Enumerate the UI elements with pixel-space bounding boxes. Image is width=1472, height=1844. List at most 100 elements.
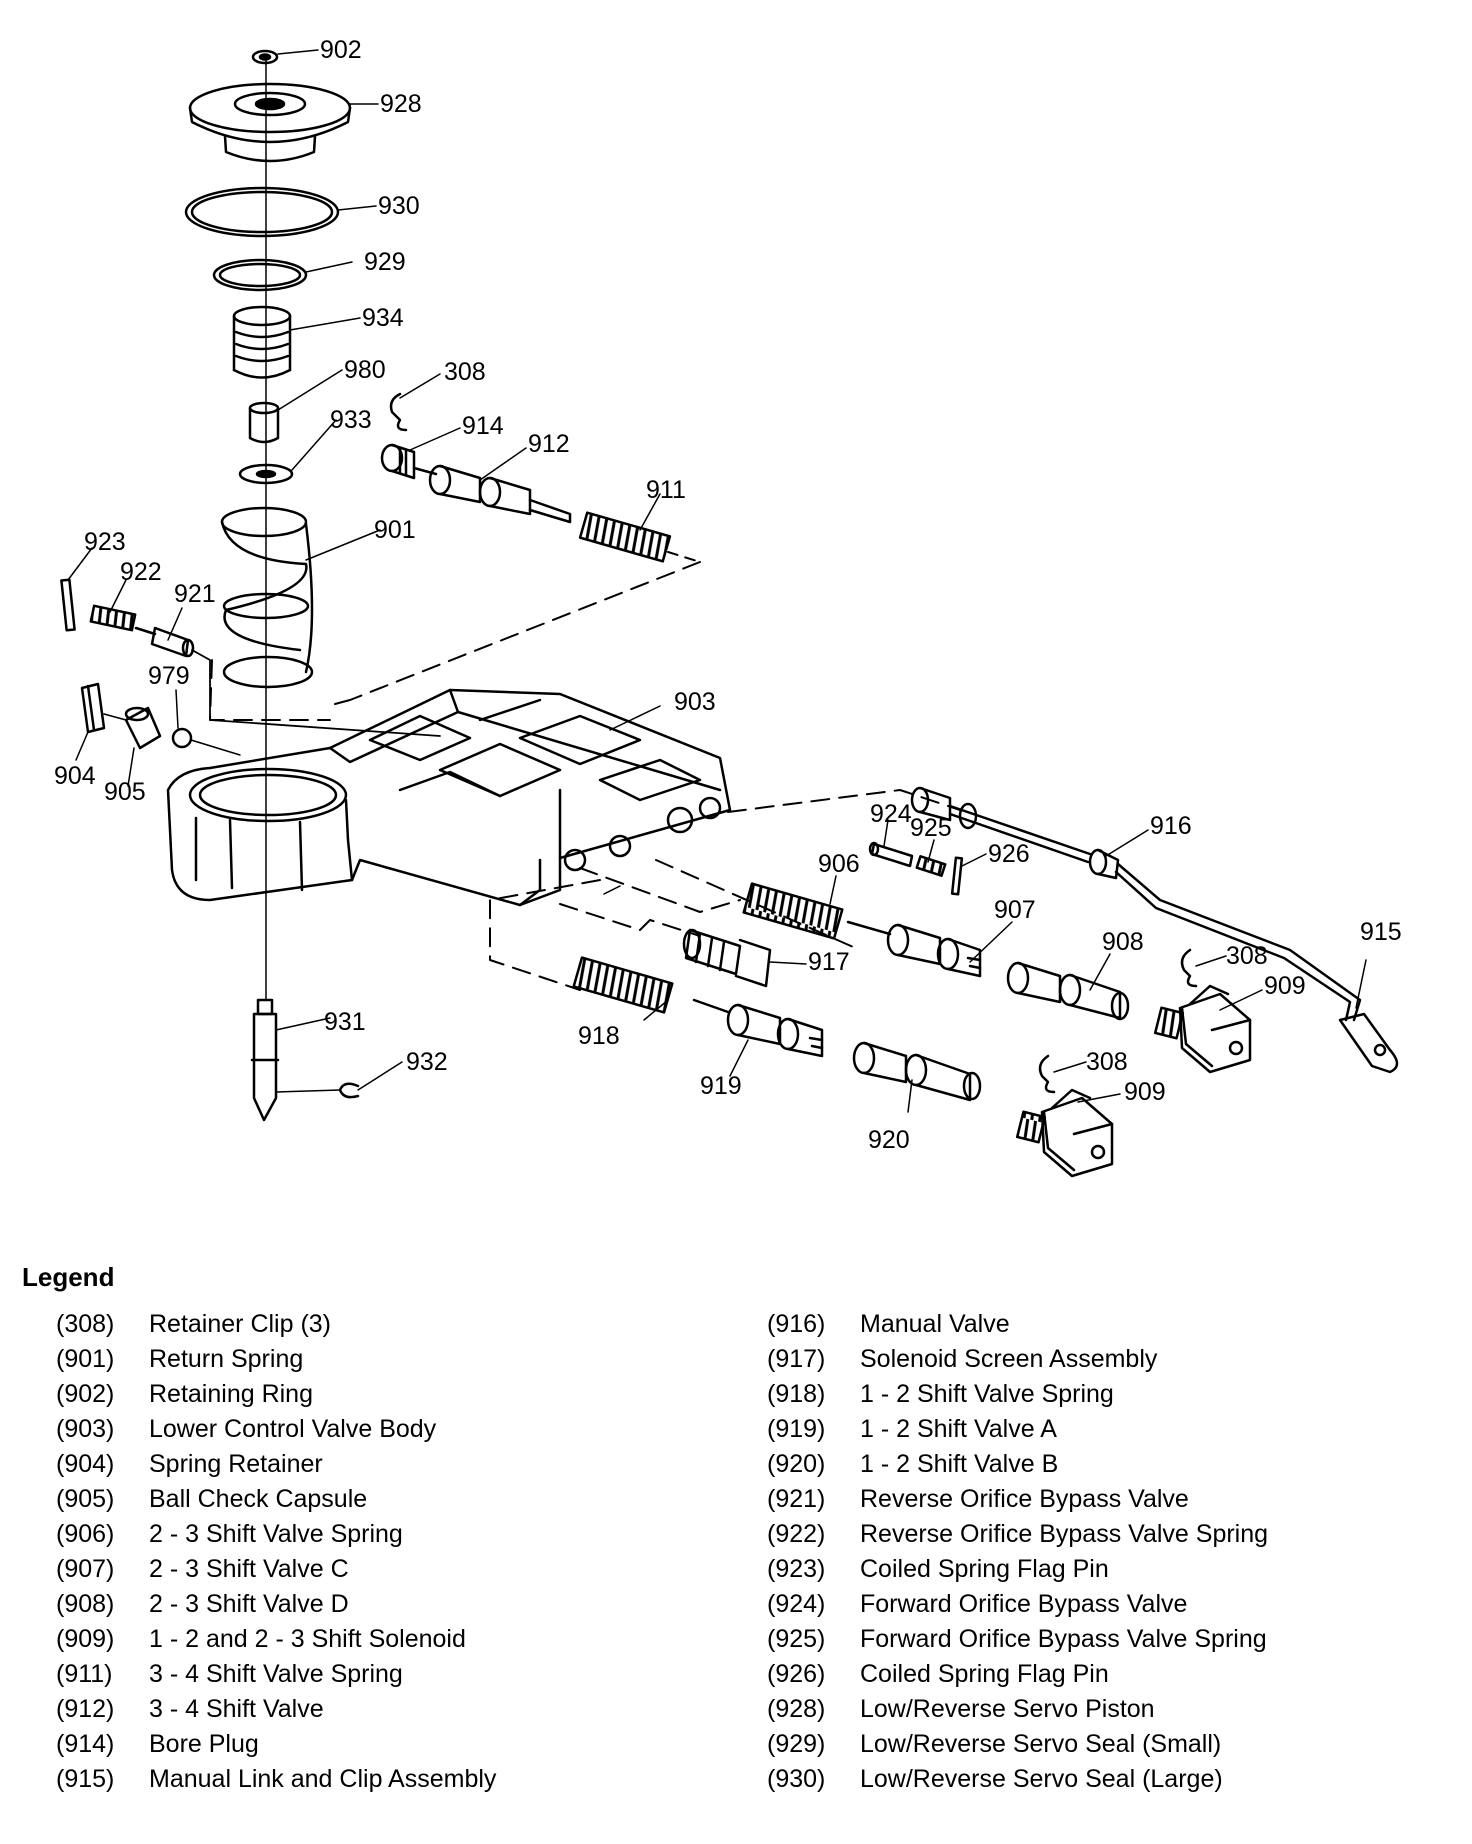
callout-930: 930 <box>378 192 420 220</box>
legend-item-number: (911) <box>56 1660 113 1688</box>
legend-item-description: Solenoid Screen Assembly <box>860 1345 1158 1373</box>
legend-item-description: Coiled Spring Flag Pin <box>860 1660 1109 1688</box>
legend-item-description: Manual Link and Clip Assembly <box>149 1765 497 1793</box>
legend-item-description: Spring Retainer <box>149 1450 323 1478</box>
callout-916: 916 <box>1150 812 1192 840</box>
callout-908: 908 <box>1102 928 1144 956</box>
legend-item: (916) Manual Valve <box>737 1307 1452 1342</box>
callout-920: 920 <box>868 1126 910 1154</box>
legend-item-number: (917) <box>767 1345 826 1373</box>
legend-item-description: 1 - 2 Shift Valve A <box>860 1415 1057 1443</box>
legend-item: (928)Low/Reverse Servo Piston <box>737 1692 1452 1727</box>
legend-item-number: (918) <box>767 1380 826 1408</box>
callout-904: 904 <box>54 762 96 790</box>
exploded-parts-diagram: 902 928 930 929 934 980 933 901 923 922 … <box>54 36 1402 1178</box>
legend-item-description: Low/Reverse Servo Piston <box>860 1695 1155 1723</box>
part-901-return-spring <box>220 506 314 689</box>
legend-item: (921)Reverse Orifice Bypass Valve <box>737 1482 1452 1517</box>
part-979-ball <box>171 727 241 756</box>
legend: Legend (308)Retainer Clip (3) (901) Return… <box>22 1262 1452 1797</box>
part-906-spring <box>742 882 844 940</box>
callout-909-upper: 909 <box>1264 972 1306 1000</box>
legend-item: (920)1 - 2 Shift Valve B <box>737 1447 1452 1482</box>
legend-item-description: Low/Reverse Servo Seal (Large) <box>860 1765 1223 1793</box>
legend-item: (901) Return Spring <box>22 1342 737 1377</box>
legend-item-description: Forward Orifice Bypass Valve Spring <box>860 1625 1267 1653</box>
part-917-solenoid-screen <box>682 928 772 988</box>
callout-932: 932 <box>406 1048 448 1076</box>
legend-item-number: (906) <box>56 1520 115 1548</box>
legend-item: (914)Bore Plug <box>22 1727 737 1762</box>
part-926-flag-pin <box>950 856 964 896</box>
callout-907: 907 <box>994 896 1036 924</box>
callout-925: 925 <box>910 814 952 842</box>
legend-item-number: (908) <box>56 1590 115 1618</box>
legend-item-number: (919) <box>767 1415 826 1443</box>
callout-926: 926 <box>988 840 1030 868</box>
legend-item-description: Retaining Ring <box>149 1380 313 1408</box>
legend-item: (930)Low/Reverse Servo Seal (Large) <box>737 1762 1452 1797</box>
callout-931: 931 <box>324 1008 366 1036</box>
callout-911: 911 <box>646 476 686 504</box>
legend-item-description: Coiled Spring Flag Pin <box>860 1555 1109 1583</box>
legend-item: (925) Forward Orifice Bypass Valve Spring <box>737 1622 1452 1657</box>
part-931-pin <box>250 998 280 1122</box>
part-925-spring <box>915 855 947 877</box>
part-928-servo-piston <box>188 82 352 163</box>
part-914-bore-plug <box>380 443 416 480</box>
part-902-retaining-ring <box>251 49 279 65</box>
part-308-clip-lower-right <box>1038 1054 1056 1094</box>
callout-933: 933 <box>330 406 372 434</box>
legend-item: (926)Coiled Spring Flag Pin <box>737 1657 1452 1692</box>
callout-903: 903 <box>674 688 716 716</box>
part-904-spring-retainer <box>80 682 106 734</box>
part-908-shift-valve-d <box>1006 961 1130 1021</box>
legend-item: (904)Spring Retainer <box>22 1447 737 1482</box>
part-980-sleeve <box>248 401 280 444</box>
part-919-shift-valve-a <box>692 998 824 1058</box>
callout-922: 922 <box>120 558 162 586</box>
legend-item: (909)1 - 2 and 2 - 3 Shift Solenoid <box>22 1622 737 1657</box>
part-930-seal-large <box>184 186 340 238</box>
legend-item: (929)Low/Reverse Servo Seal (Small) <box>737 1727 1452 1762</box>
legend-item: (911)3 - 4 Shift Valve Spring <box>22 1657 737 1692</box>
legend-item-number: (907) <box>56 1555 115 1583</box>
legend-item-description: Retainer Clip (3) <box>149 1310 332 1338</box>
callout-928: 928 <box>380 90 422 118</box>
legend-item-number: (902) <box>56 1380 115 1408</box>
callout-934: 934 <box>362 304 404 332</box>
legend-item-number: (903) <box>56 1415 115 1443</box>
part-903-valve-body <box>166 688 732 907</box>
callout-915: 915 <box>1360 918 1402 946</box>
legend-item-description: 1 - 2 Shift Valve Spring <box>860 1380 1114 1408</box>
legend-item-description: Reverse Orifice Bypass Valve Spring <box>860 1520 1269 1548</box>
legend-item-description: Low/Reverse Servo Seal (Small) <box>860 1730 1222 1758</box>
callout-914: 914 <box>462 412 504 440</box>
legend-item-description: Ball Check Capsule <box>149 1485 368 1513</box>
part-909-solenoid-lower <box>1015 1088 1114 1178</box>
legend-item-number: (924) <box>767 1590 826 1618</box>
callout-905: 905 <box>104 778 146 806</box>
legend-item-description: 1 - 2 Shift Valve B <box>860 1450 1059 1478</box>
legend-item-number: (925) <box>767 1625 826 1653</box>
legend-item-number: (901) <box>56 1345 115 1373</box>
legend-item: (923)Coiled Spring Flag Pin <box>737 1552 1452 1587</box>
legend-item: (915)Manual Link and Clip Assembly <box>22 1762 737 1797</box>
legend-title: Legend <box>22 1262 115 1292</box>
legend-item: (912)3 - 4 Shift Valve <box>22 1692 737 1727</box>
legend-item-number: (905) <box>56 1485 115 1513</box>
legend-item-number: (921) <box>767 1485 826 1513</box>
legend-item-description: Manual Valve <box>860 1310 1010 1338</box>
callout-308-top: 308 <box>444 358 486 386</box>
legend-item: (918) 1 - 2 Shift Valve Spring <box>737 1377 1452 1412</box>
callout-912: 912 <box>528 430 570 458</box>
legend-item-description: Return Spring <box>149 1345 304 1373</box>
part-912-shift-valve <box>412 464 572 524</box>
legend-item-number: (909) <box>56 1625 115 1653</box>
part-929-seal-small <box>212 258 308 292</box>
part-918-spring <box>572 956 674 1014</box>
legend-item: (308)Retainer Clip (3) <box>22 1307 737 1342</box>
legend-item-number: (916) <box>767 1310 826 1338</box>
part-909-solenoid-upper <box>1153 984 1252 1074</box>
legend-item: (903)Lower Control Valve Body <box>22 1412 737 1447</box>
